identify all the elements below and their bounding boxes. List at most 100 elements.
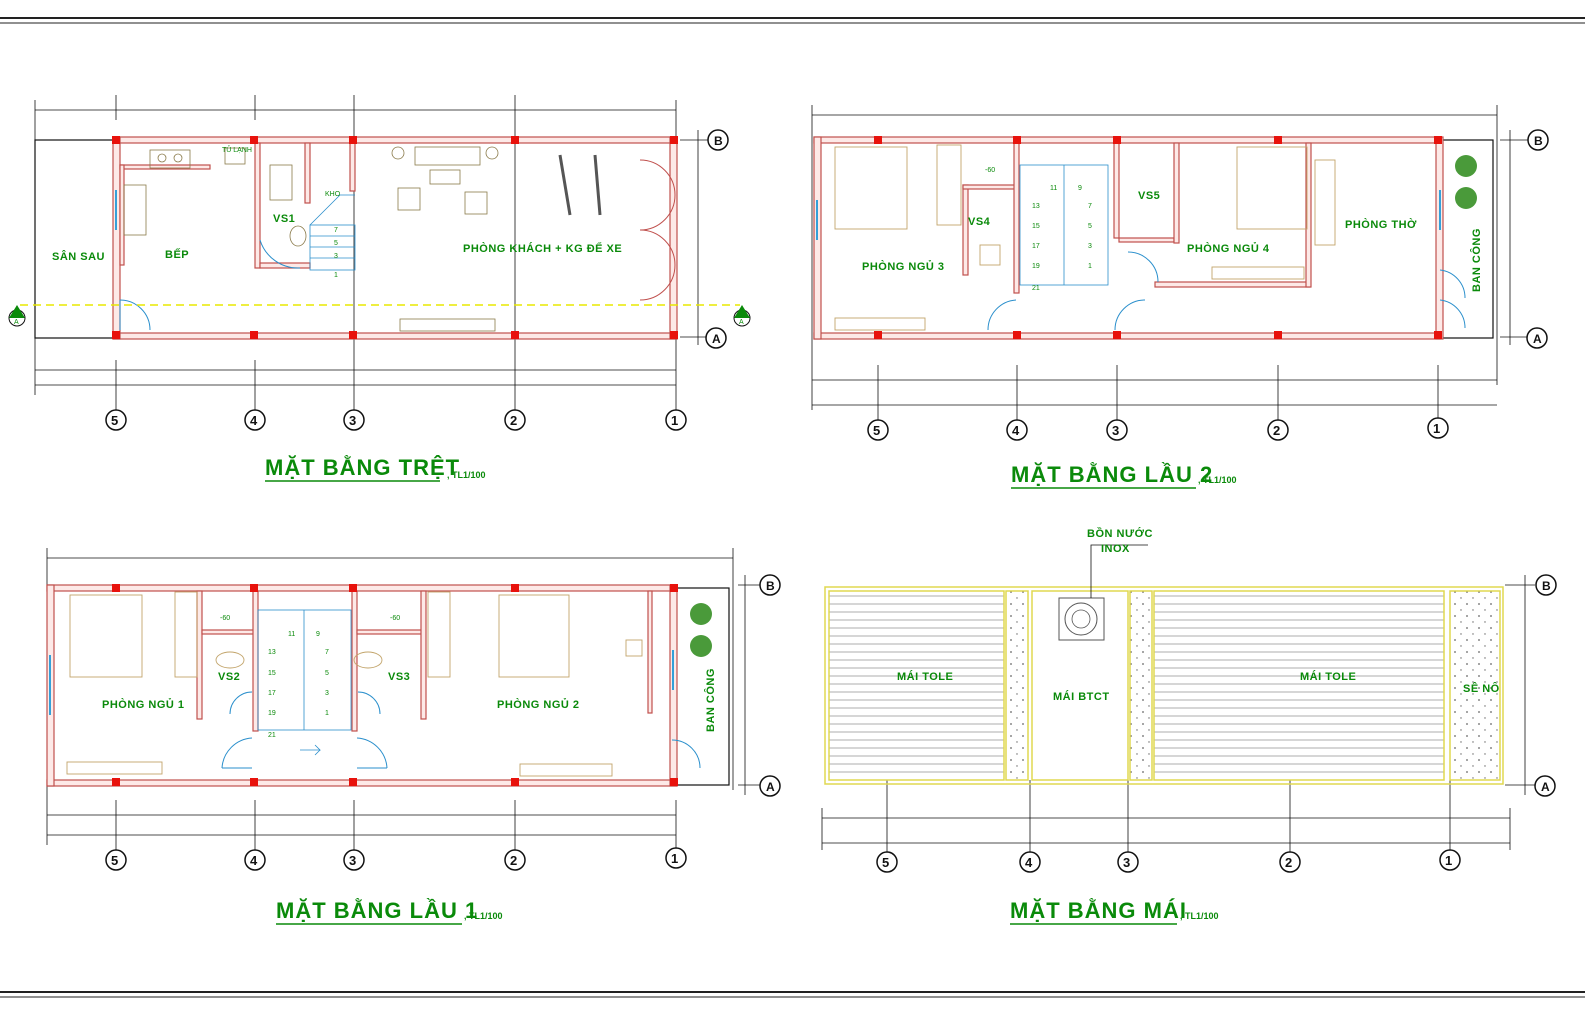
room-label-vs3: VS3 — [388, 671, 410, 683]
stair-step-11: 11 — [288, 631, 295, 638]
dimension-lines — [811, 105, 1530, 430]
axis-5: 5 — [882, 855, 889, 870]
roof-label-se-no: SÊ NÔ — [1463, 682, 1500, 695]
room-label-phong-tho: PHÒNG THỜ — [1345, 218, 1417, 231]
columns — [112, 136, 678, 339]
ground-floor-plan: 1 3 5 7 A A SÂN SAU BẾP TỦ LẠNH VS1 KHO … — [8, 95, 751, 482]
tank-label-line1: BỒN NƯỚC — [1087, 527, 1153, 540]
doors — [987, 251, 1466, 331]
roof-label-mai-btct: MÁI BTCT — [1053, 690, 1110, 703]
stair-step-5: 5 — [325, 670, 329, 677]
axis-b: B — [714, 134, 723, 148]
axis-a: A — [1541, 780, 1550, 794]
stair-step-7: 7 — [1088, 203, 1092, 210]
axis-2: 2 — [1285, 855, 1292, 870]
svg-text:A: A — [14, 319, 19, 326]
stair-step-15: 15 — [268, 670, 276, 677]
stair-step-7: 7 — [325, 649, 329, 656]
roof-outline — [824, 586, 1504, 785]
roof-label-mai-tole-right: MÁI TOLE — [1300, 670, 1356, 683]
room-label-vs5: VS5 — [1138, 190, 1160, 202]
stair-step-21: 21 — [268, 732, 276, 739]
level-mark-right: -60 — [390, 615, 400, 622]
room-label-san-sau: SÂN SAU — [52, 250, 105, 263]
stair-step-15: 15 — [1032, 223, 1040, 230]
floor2-plan: 11 9 13 7 15 5 17 3 19 1 21 PHÒNG NGỦ 3 … — [811, 105, 1549, 489]
stair — [257, 609, 352, 756]
room-label-vs1: VS1 — [273, 213, 295, 225]
plan-scale-ground: , TL1/100 — [447, 470, 486, 480]
columns — [112, 584, 678, 786]
water-tank-icon — [1058, 597, 1105, 641]
floor1-plan: 11 9 13 7 15 5 17 3 19 1 21 PHÒNG NGỦ 1 … — [46, 548, 781, 925]
roof-plan: BỒN NƯỚC INOX MÁI TOLE MÁI BTCT MÁI TOLE… — [821, 527, 1557, 925]
level-mark-left: -60 — [220, 615, 230, 622]
axis-3: 3 — [1123, 855, 1130, 870]
axis-bubbles: 5 4 3 2 1 B A — [105, 129, 729, 431]
axis-a: A — [766, 780, 775, 794]
windows — [49, 650, 674, 715]
axis-a: A — [712, 332, 721, 346]
plant-icon — [690, 603, 712, 657]
tank-label-line2: INOX — [1101, 543, 1130, 555]
plant-icon — [1455, 155, 1477, 209]
walls — [112, 136, 678, 340]
walls — [813, 136, 1444, 340]
stair — [1019, 164, 1109, 286]
axis-4: 4 — [250, 853, 258, 868]
axis-bubbles: 5 4 3 2 1 B A — [105, 574, 781, 871]
section-marker-right: A — [733, 305, 751, 327]
axis-b: B — [1534, 134, 1543, 148]
axis-bubbles: 5 4 3 2 1 B A — [867, 129, 1549, 441]
stair-step-17: 17 — [1032, 243, 1040, 250]
roof-label-mai-tole-left: MÁI TOLE — [897, 670, 953, 683]
room-label-phong-ngu-2: PHÒNG NGỦ 2 — [497, 698, 580, 711]
room-label-vs2: VS2 — [218, 671, 240, 683]
room-label-phong-khach: PHÒNG KHÁCH + KG ĐỂ XE — [463, 242, 622, 255]
plan-title-floor2: MẶT BẰNG LẦU 2 — [1011, 462, 1213, 487]
axis-2: 2 — [510, 853, 517, 868]
room-label-kho: KHO — [325, 191, 341, 198]
axis-4: 4 — [1025, 855, 1033, 870]
stair-step-1: 1 — [1088, 263, 1092, 270]
furniture — [123, 146, 602, 332]
axis-1: 1 — [1433, 421, 1440, 436]
stair-step-1: 1 — [334, 272, 338, 279]
furniture — [66, 591, 643, 777]
axis-5: 5 — [873, 423, 880, 438]
axis-3: 3 — [1112, 423, 1119, 438]
stair-step-5: 5 — [334, 240, 338, 247]
axis-b: B — [1542, 579, 1551, 593]
axis-2: 2 — [1273, 423, 1280, 438]
axis-a: A — [1533, 332, 1542, 346]
room-label-phong-ngu-1: PHÒNG NGỦ 1 — [102, 698, 185, 711]
stair-step-21: 21 — [1032, 285, 1040, 292]
stair-step-19: 19 — [268, 710, 276, 717]
plan-scale-floor2: , TL1/100 — [1198, 475, 1237, 485]
stair-step-17: 17 — [268, 690, 276, 697]
plan-scale-floor1: , TL1/100 — [464, 911, 503, 921]
room-label-ban-cong: BAN CÔNG — [704, 668, 717, 732]
columns — [874, 136, 1442, 339]
stair-step-1: 1 — [325, 710, 329, 717]
stair-step-13: 13 — [268, 649, 276, 656]
plan-scale-roof: , TL1/100 — [1180, 911, 1219, 921]
stair-step-3: 3 — [325, 690, 329, 697]
axis-1: 1 — [1445, 853, 1452, 868]
axis-bubbles: 5 4 3 2 1 B A — [876, 574, 1557, 873]
axis-1: 1 — [671, 413, 678, 428]
level-mark: -60 — [985, 167, 995, 174]
doors — [221, 691, 701, 769]
stair-step-3: 3 — [1088, 243, 1092, 250]
walls — [46, 584, 678, 787]
doors — [119, 159, 676, 331]
plan-title-floor1: MẶT BẰNG LẦU 1 — [276, 898, 478, 923]
axis-5: 5 — [111, 853, 118, 868]
stair-step-7: 7 — [334, 227, 338, 234]
room-label-ban-cong: BAN CÔNG — [1470, 228, 1483, 292]
axis-2: 2 — [510, 413, 517, 428]
section-marker-left: A — [8, 305, 26, 327]
room-label-phong-ngu-4: PHÒNG NGỦ 4 — [1187, 242, 1270, 255]
axis-1: 1 — [671, 851, 678, 866]
